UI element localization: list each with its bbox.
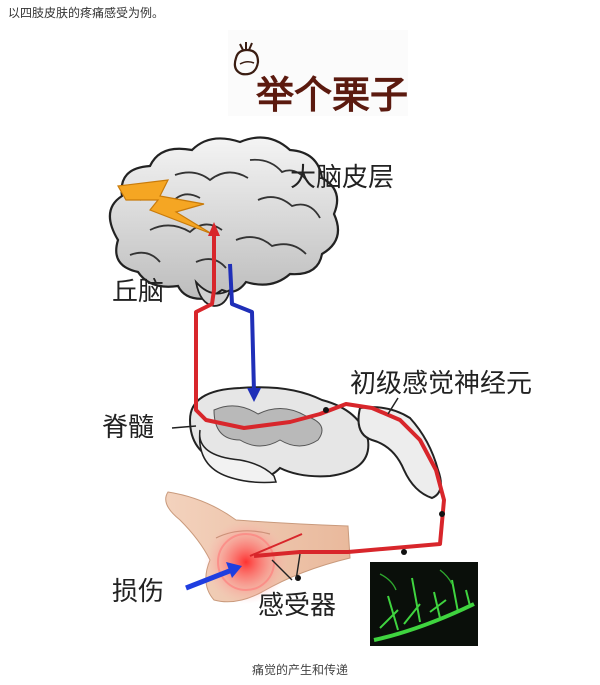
intro-text: 以四肢皮肤的疼痛感受为例。 [8, 6, 165, 20]
descending-path [228, 263, 256, 393]
receptor-branch [249, 533, 303, 557]
neuron-pointer [387, 397, 399, 415]
descending-arrowhead [247, 388, 261, 402]
label-spinal-cord: 脊髓 [102, 413, 154, 443]
figure-caption: 痛觉的产生和传递 [251, 663, 348, 677]
label-cortex: 大脑皮层 [290, 163, 394, 193]
banner-background [228, 30, 408, 116]
spinal-cord-pointer [171, 425, 197, 429]
ascending-arrowhead [208, 222, 220, 236]
injury-arrowhead [226, 562, 242, 578]
receptor-pointer-2 [295, 553, 301, 581]
label-injury: 损伤 [112, 577, 164, 607]
label-receptor: 感受器 [258, 591, 336, 621]
micrograph-image [370, 562, 478, 646]
banner: 举个栗子 [228, 30, 408, 117]
chestnut-icon [233, 42, 260, 76]
banner-text: 举个栗子 [255, 72, 408, 117]
label-neuron: 初级感觉神经元 [350, 369, 532, 399]
lightning-icon [117, 179, 213, 235]
label-thalamus: 丘脑 [112, 277, 164, 307]
injury-arrow [185, 567, 233, 591]
receptor-pointer-1 [271, 559, 293, 581]
spinal-cord-cross-section [188, 386, 442, 500]
injury-glow [204, 520, 288, 604]
ascending-pain-path [194, 226, 446, 558]
